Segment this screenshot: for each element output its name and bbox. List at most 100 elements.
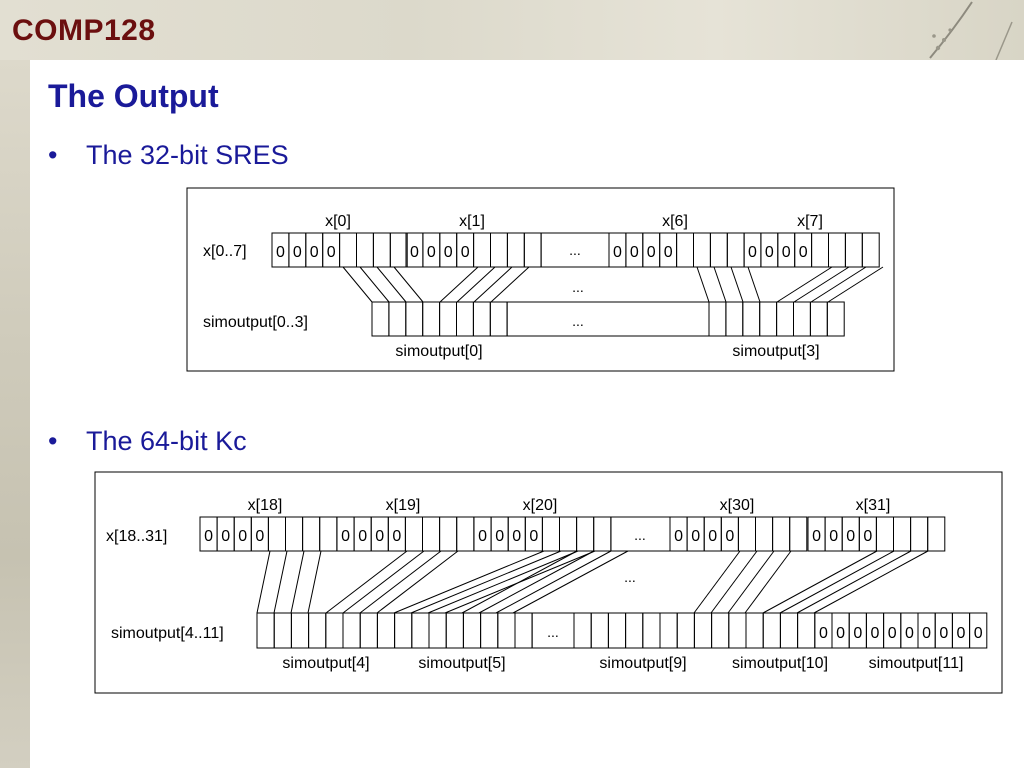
zero-bit: 0 <box>238 528 247 545</box>
slide-content-area <box>30 60 1024 768</box>
x-byte-cell <box>319 516 338 552</box>
x-ellipsis-cell <box>540 232 610 268</box>
zero-bit: 0 <box>630 244 639 261</box>
x-byte-cell <box>473 232 492 268</box>
label-x20: x[20] <box>523 497 558 514</box>
bit-mapping-line <box>393 266 424 303</box>
x-byte-cell <box>811 232 829 268</box>
bit-mapping-line <box>393 550 545 614</box>
x-byte-cell <box>726 232 745 268</box>
x-ellipsis-cell <box>610 516 671 552</box>
bit-mapping-line <box>256 550 271 614</box>
simoutput-bit-cell <box>439 301 458 337</box>
simoutput-bit-cell <box>376 612 396 649</box>
bit-mapping-line <box>307 550 322 614</box>
zero-bit: 0 <box>922 625 931 642</box>
zero-bit: 0 <box>427 244 436 261</box>
simoutput-bit-cell <box>573 612 592 649</box>
bit-mapping-line <box>444 550 596 614</box>
zero-bit: 0 <box>327 244 336 261</box>
simoutput-bit-cell <box>779 612 799 649</box>
simoutput-bit-cell <box>625 612 644 649</box>
zero-bit: 0 <box>461 244 470 261</box>
bit-mapping-line <box>710 550 758 614</box>
simoutput-row-ellipsis: ... <box>572 313 584 329</box>
zero-bit: 0 <box>410 244 419 261</box>
zero-bit: 0 <box>341 528 350 545</box>
bullet-marker: • <box>48 426 58 456</box>
simoutput-bit-cell <box>659 612 678 649</box>
zero-bit: 0 <box>799 244 808 261</box>
simoutput-bit-cell <box>642 612 661 649</box>
bit-mapping-line <box>376 550 459 614</box>
left-band <box>0 60 30 768</box>
zero-bit: 0 <box>310 244 319 261</box>
simoutput-bit-cell <box>762 612 781 649</box>
label-simoutput0: simoutput[0] <box>395 343 482 360</box>
zero-bit: 0 <box>478 528 487 545</box>
simoutput-bit-cell <box>290 612 310 649</box>
bit-mapping-line <box>456 266 496 303</box>
zero-bit: 0 <box>255 528 264 545</box>
bullet-kc: •The 64-bit Kc <box>48 426 247 457</box>
label-simoutput3: simoutput[3] <box>732 343 819 360</box>
zero-bit: 0 <box>647 244 656 261</box>
x-byte-cell <box>927 516 946 552</box>
middle-ellipsis: ... <box>572 279 584 295</box>
bit-mapping-line <box>793 266 850 303</box>
sres-frame <box>186 187 895 372</box>
slide-title: The Output <box>48 78 219 114</box>
zero-bit: 0 <box>392 528 401 545</box>
simoutput-bit-cell <box>342 612 361 649</box>
x-byte-cell <box>828 232 846 268</box>
simoutput-bit-cell <box>725 301 744 337</box>
zero-bit: 0 <box>853 625 862 642</box>
leaf-decoration-icon <box>929 1 1013 60</box>
x-byte-cell <box>389 232 408 268</box>
x-byte-cell <box>709 232 728 268</box>
bit-mapping-line <box>727 550 775 614</box>
zero-bit: 0 <box>819 625 828 642</box>
simoutput-bit-cell <box>797 612 816 649</box>
zero-bit: 0 <box>748 244 757 261</box>
zero-bit: 0 <box>691 528 700 545</box>
row-label-x18-31: x[18..31] <box>106 528 167 545</box>
simoutput-bit-cell <box>308 612 327 649</box>
row-label-simoutput-0-3: simoutput[0..3] <box>203 314 308 331</box>
zero-bit: 0 <box>829 528 838 545</box>
zero-bit: 0 <box>905 625 914 642</box>
course-title: COMP128 <box>12 14 156 47</box>
x-byte-cell <box>772 516 791 552</box>
simoutput-bit-cell <box>462 612 482 649</box>
simoutput-bit-cell <box>371 301 390 337</box>
x-byte-cell <box>541 516 561 552</box>
simoutput-bit-cell <box>676 612 695 649</box>
x-byte-cell <box>267 516 286 552</box>
label-simoutput5: simoutput[5] <box>418 655 505 672</box>
simoutput-bit-cell <box>497 612 516 649</box>
simoutput-bit-cell <box>809 301 828 337</box>
simoutput-bit-cell <box>969 612 988 649</box>
label-x0: x[0] <box>325 213 351 230</box>
x-byte-cell <box>285 516 304 552</box>
bit-mapping-line <box>713 266 727 303</box>
bit-mapping-line <box>427 550 579 614</box>
zero-bit: 0 <box>276 244 285 261</box>
simoutput-row-ellipsis: ... <box>547 624 559 640</box>
simoutput-bit-cell <box>405 301 424 337</box>
simoutput-bit-cell <box>590 612 609 649</box>
bit-mapping-line <box>359 266 390 303</box>
zero-bit: 0 <box>863 528 872 545</box>
simoutput-bit-cell <box>428 612 447 649</box>
simoutput-bit-cell <box>325 612 344 649</box>
bit-mapping-line <box>813 550 929 614</box>
bit-mapping-line <box>779 550 895 614</box>
bit-mapping-line <box>696 266 710 303</box>
label-x7: x[7] <box>797 213 823 230</box>
zero-bit: 0 <box>375 528 384 545</box>
zero-bit: 0 <box>846 528 855 545</box>
bit-mapping-line <box>810 266 867 303</box>
bit-mapping-line <box>439 266 479 303</box>
zero-bit: 0 <box>939 625 948 642</box>
zero-bit: 0 <box>204 528 213 545</box>
